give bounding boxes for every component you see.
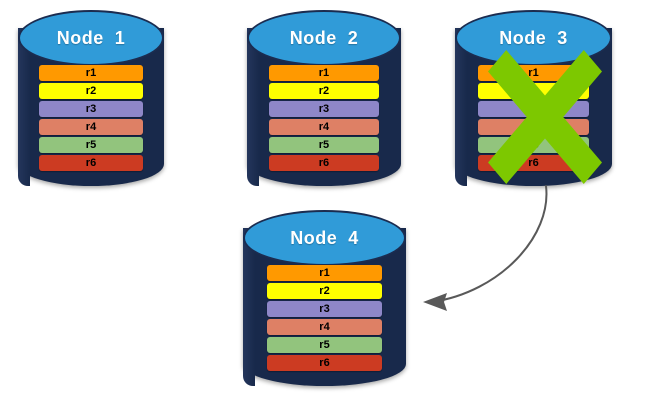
- cylinder-body-shading: [455, 28, 467, 186]
- node-3-label: Node 3: [499, 27, 568, 48]
- cylinder-body-shading: [247, 28, 259, 186]
- row-bar-r1[interactable]: r1: [266, 265, 383, 281]
- node-2-label: Node 2: [289, 27, 359, 48]
- row-bar-r5[interactable]: r5: [269, 137, 379, 153]
- row-bar-r2[interactable]: r2: [269, 83, 379, 99]
- node-3-rows: r1 r2 r3 r4 r5 r6: [455, 65, 612, 171]
- row-bar-r3[interactable]: r3: [39, 101, 143, 117]
- node-3[interactable]: Node 3 r1 r2 r3 r4 r5 r6: [455, 10, 612, 186]
- node-4[interactable]: Node 4 r1 r2 r3 r4 r5 r6: [243, 210, 406, 386]
- row-bar-r2[interactable]: r2: [39, 83, 143, 99]
- row-bar-r1[interactable]: r1: [477, 65, 590, 81]
- node-1[interactable]: Node 1 r1 r2 r3 r4 r5 r6: [18, 10, 164, 186]
- row-bar-r1[interactable]: r1: [269, 65, 379, 81]
- cylinder-body-shading: [243, 228, 255, 386]
- row-bar-r3[interactable]: r3: [269, 101, 379, 117]
- row-bar-r6[interactable]: r6: [269, 155, 379, 171]
- row-bar-r2[interactable]: r2: [477, 83, 590, 99]
- node-1-label: Node 1: [56, 27, 126, 48]
- row-bar-r1[interactable]: r1: [39, 65, 143, 81]
- row-bar-r5[interactable]: r5: [266, 337, 383, 353]
- row-bar-r4[interactable]: r4: [477, 119, 590, 135]
- node-4-rows: r1 r2 r3 r4 r5 r6: [243, 265, 406, 371]
- row-bar-r4[interactable]: r4: [269, 119, 379, 135]
- row-bar-r2[interactable]: r2: [266, 283, 383, 299]
- row-bar-r6[interactable]: r6: [39, 155, 143, 171]
- cylinder-body-shading: [18, 28, 30, 186]
- row-bar-r5[interactable]: r5: [477, 137, 590, 153]
- row-bar-r4[interactable]: r4: [39, 119, 143, 135]
- row-bar-r4[interactable]: r4: [266, 319, 383, 335]
- row-bar-r6[interactable]: r6: [477, 155, 590, 171]
- row-bar-r3[interactable]: r3: [266, 301, 383, 317]
- node-2-rows: r1 r2 r3 r4 r5 r6: [247, 65, 401, 171]
- row-bar-r6[interactable]: r6: [266, 355, 383, 371]
- node-4-label: Node 4: [290, 227, 359, 248]
- row-bar-r3[interactable]: r3: [477, 101, 590, 117]
- node-1-rows: r1 r2 r3 r4 r5 r6: [18, 65, 164, 171]
- row-bar-r5[interactable]: r5: [39, 137, 143, 153]
- node-2[interactable]: Node 2 r1 r2 r3 r4 r5 r6: [247, 10, 401, 186]
